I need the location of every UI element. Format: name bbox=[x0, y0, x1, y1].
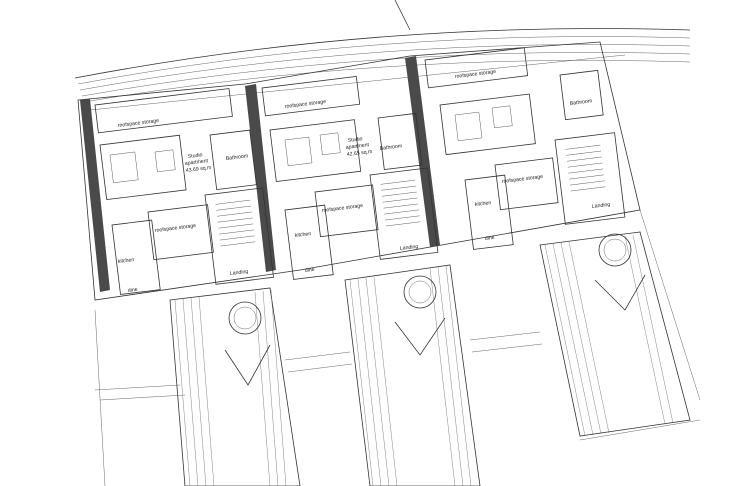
dine-1-label: dine bbox=[128, 287, 139, 294]
studio-1-label-line2: apartment bbox=[185, 158, 209, 167]
bathroom-2-label: Bathroom bbox=[380, 143, 403, 152]
studio-1-label-line1: Studio bbox=[188, 152, 203, 160]
studio-2-label-line1: Studio bbox=[348, 136, 363, 144]
ground-lines bbox=[94, 209, 701, 486]
roofspace-storage-2-label: roofspace storage bbox=[285, 99, 327, 110]
studio-2-label-line2: apartment bbox=[346, 142, 370, 151]
storage-3b-label: roofspace storage bbox=[502, 174, 544, 185]
landing-1-label: Landing bbox=[230, 269, 249, 277]
terrace-decks bbox=[169, 231, 691, 486]
kitchen-1-label: kitchen bbox=[118, 257, 135, 265]
roofspace-storage-label: roofspace storage bbox=[118, 118, 160, 129]
landing-3-label: Landing bbox=[592, 202, 611, 210]
dine-3-label: dine bbox=[485, 235, 496, 242]
roof-band bbox=[74, 0, 691, 103]
building-outline bbox=[77, 41, 641, 301]
kitchen-2-label: kitchen bbox=[295, 231, 312, 239]
bathroom-3-label: Bathroom bbox=[570, 98, 593, 107]
storage-1b-label: roofspace storage bbox=[155, 223, 197, 234]
unit-1: roofspace storage Studio apartment 43.69… bbox=[94, 88, 274, 295]
kitchen-3-label: kitchen bbox=[475, 200, 492, 208]
roofspace-storage-3-label: roofspace storage bbox=[455, 69, 497, 80]
studio-2-label-line3: 42.65 sq.m bbox=[347, 149, 373, 158]
unit-2: roofspace storage Studio apartment 42.65… bbox=[261, 75, 439, 280]
storage-2b-label: roofspace storage bbox=[322, 203, 364, 214]
studio-1-label-line3: 43.69 sq.m bbox=[186, 165, 212, 174]
unit-3: roofspace storage Bathroom roofspace sto… bbox=[424, 47, 626, 250]
dine-2-label: dine bbox=[305, 267, 316, 274]
bathroom-1-label: Bathroom bbox=[226, 153, 249, 162]
party-walls bbox=[80, 56, 440, 292]
landing-2-label: Landing bbox=[400, 244, 419, 252]
